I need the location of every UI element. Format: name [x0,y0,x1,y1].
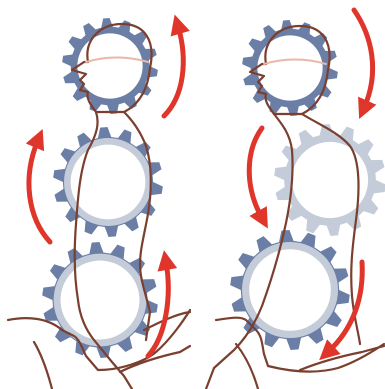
right-head-arrow-icon [354,10,373,108]
gear-hole [77,33,142,98]
right-chest-arrow-icon [249,128,262,218]
left-panel [8,18,190,389]
panel-divider [191,0,194,389]
gear-hole [71,145,146,220]
left-head-arrow-icon [164,26,183,116]
right-hand-outline [236,344,258,389]
gear-hole [249,249,331,331]
gear-hole [61,261,140,340]
left-hand-outline [34,342,52,389]
left-chest-arrow-icon [29,140,50,242]
right-panel [206,10,385,389]
